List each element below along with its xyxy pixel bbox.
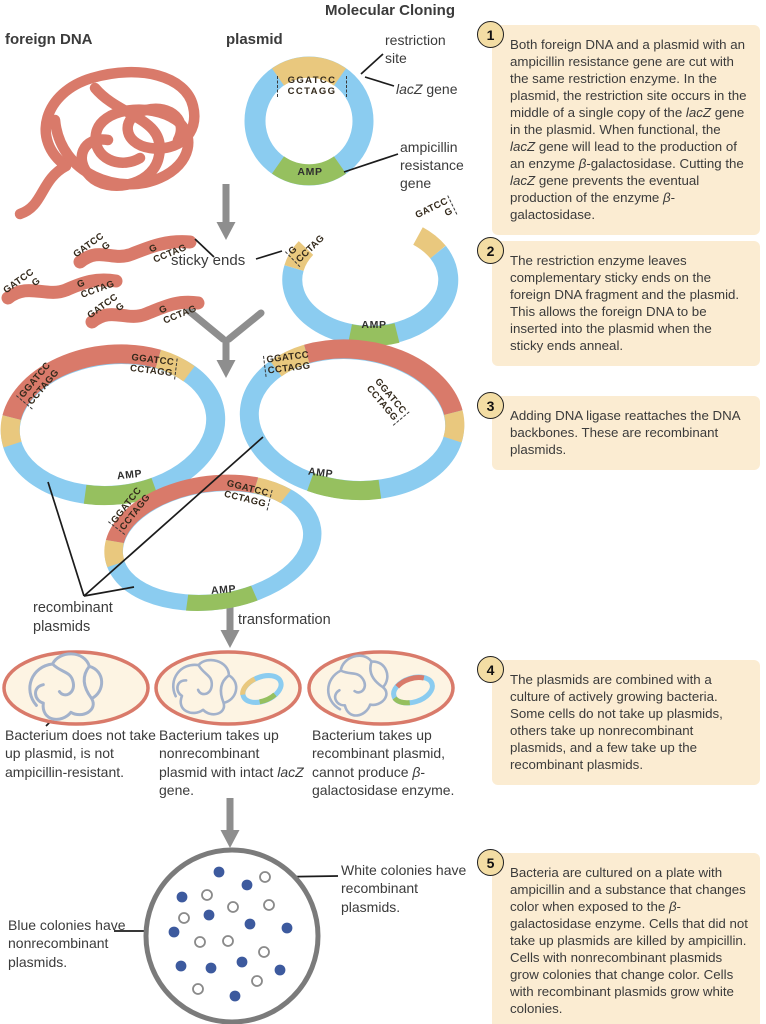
diagram-title: Molecular Cloning (324, 2, 455, 19)
blue-colony-dot (241, 879, 253, 891)
arrow-transformation (220, 598, 240, 648)
restriction-site-segment (271, 56, 347, 86)
cut-plasmid (282, 227, 459, 347)
white-colony-dot (201, 889, 213, 901)
step-badge-3: 3 (477, 392, 504, 419)
step-text-5: Bacteria are cultured on a plate with am… (492, 853, 760, 1024)
plasmid-label: plasmid (226, 31, 283, 48)
step-badge-1: 1 (477, 21, 504, 48)
step-number: 5 (486, 854, 495, 871)
white-colonies-label: White colonies have recombinant plasmids… (341, 862, 467, 915)
white-colony-dot (259, 871, 271, 883)
blue-colony-dot (244, 918, 256, 930)
arrow-down-1 (216, 184, 236, 240)
white-colony-dot (251, 975, 263, 987)
blue-colony-dot (175, 960, 187, 972)
bacterium-1-caption: Bacterium does not take up plasmid, is n… (5, 727, 156, 780)
amp-label-ring-bottom: AMP (210, 583, 237, 597)
blue-colony-dot (274, 964, 286, 976)
small-nonrecombinant-plasmid (240, 673, 284, 705)
step-badge-2: 2 (477, 237, 504, 264)
amp-label-plasmid: AMP (297, 166, 323, 178)
ampicillin-gene-label: ampicillin resistance gene (400, 139, 464, 192)
step-badge-5: 5 (477, 849, 504, 876)
bacterium-3-caption: Bacterium takes up recombinant plasmid, … (312, 727, 455, 799)
step-badge-4: 4 (477, 656, 504, 683)
plasmid-circle (244, 56, 374, 186)
bacteria-row (2, 646, 455, 726)
white-colony-dot (263, 899, 275, 911)
colony-dots (168, 866, 293, 1002)
dna-fragments (1, 235, 205, 329)
blue-colony-dot (229, 990, 241, 1002)
step-number: 4 (486, 661, 495, 678)
white-colony-dot (192, 983, 204, 995)
foreign-dna-label: foreign DNA (5, 31, 93, 48)
bacterium-2-caption: Bacterium takes up nonrecombinant plasmi… (159, 727, 304, 799)
white-colony-dot (227, 901, 239, 913)
step-number: 3 (486, 397, 495, 414)
step-number: 1 (486, 26, 495, 43)
blue-colonies-label: Blue colonies have nonrecombinant plasmi… (8, 917, 126, 970)
bacterium-nonrecombinant (154, 650, 302, 726)
blue-colony-dot (205, 962, 217, 974)
white-colony-dot (222, 935, 234, 947)
blue-colony-dot (168, 926, 180, 938)
restriction-site-label: restriction site (385, 32, 446, 67)
step-text-2: The restriction enzyme leaves complement… (492, 241, 760, 367)
small-recombinant-plasmid (391, 674, 435, 706)
blue-colony-dot (281, 922, 293, 934)
culture-plate (143, 847, 321, 1024)
foreign-dna-tangle (14, 67, 200, 220)
blue-colony-dot (176, 891, 188, 903)
blue-colony-dot (203, 909, 215, 921)
arrow-to-plate (220, 798, 240, 848)
step-text-1: Both foreign DNA and a plasmid with an a… (492, 25, 760, 236)
recombinant-plasmids-label: recombinant plasmids (33, 600, 113, 635)
white-colony-dot (258, 946, 270, 958)
amp-label-cut-plasmid: AMP (361, 319, 387, 331)
blue-colony-dot (213, 866, 225, 878)
transformation-label: transformation (238, 612, 331, 628)
amp-gene-segment (271, 156, 347, 186)
step-text-3: Adding DNA ligase reattaches the DNA bac… (492, 396, 760, 471)
step-number: 2 (486, 242, 495, 259)
white-colony-dot (178, 912, 190, 924)
step-text-4: The plasmids are combined with a culture… (492, 660, 760, 786)
blue-colony-dot (236, 956, 248, 968)
lacz-gene-label: lacZ gene (396, 81, 458, 97)
white-colony-dot (194, 936, 206, 948)
sticky-ends-label: sticky ends (171, 252, 246, 269)
arrow-merge (185, 307, 265, 378)
